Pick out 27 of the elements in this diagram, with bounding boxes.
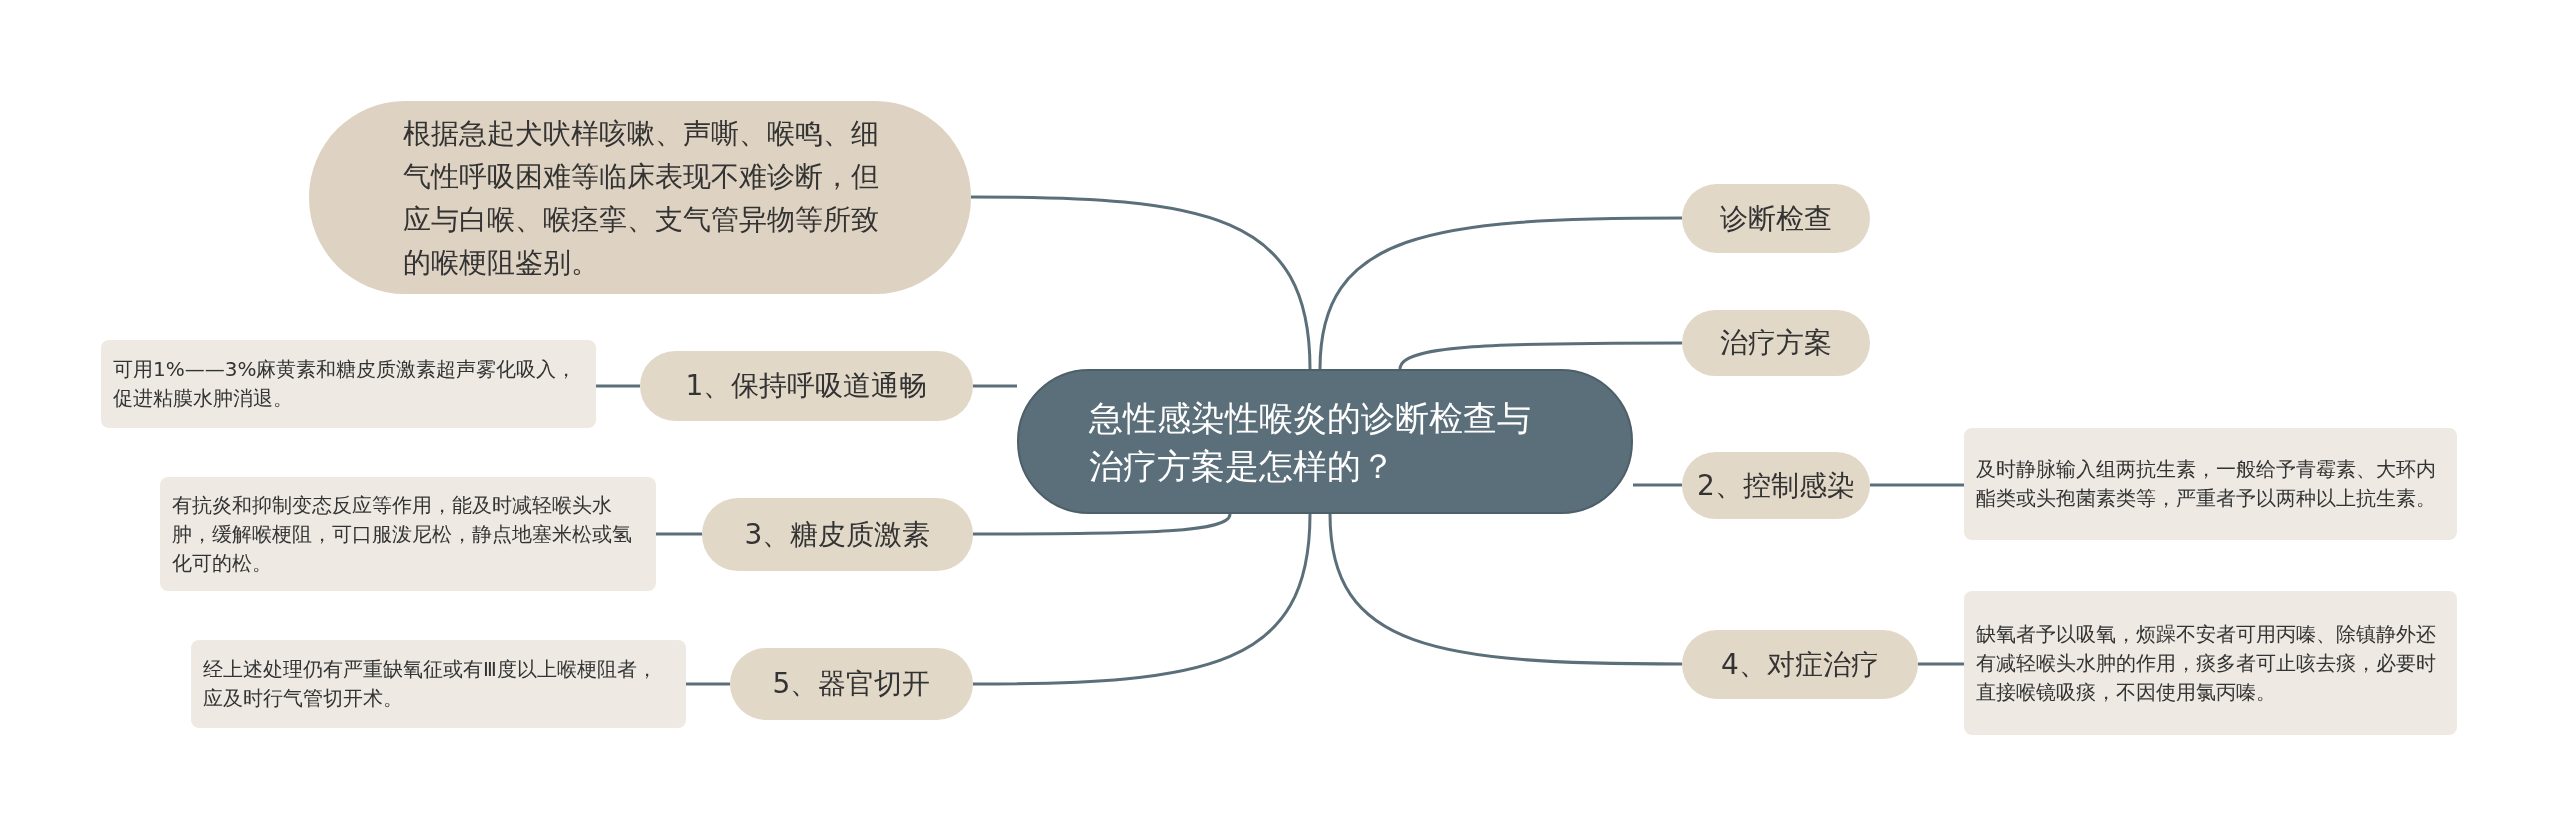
note-bubble: 根据急起犬吠样咳嗽、声嘶、喉鸣、细气性呼吸困难等临床表现不难诊断，但应与白喉、喉痉挛、支气管异物等所致的喉梗阻鉴别。: [309, 101, 971, 294]
connector-line: [686, 682, 730, 686]
note-box: 经上述处理仍有严重缺氧征或有Ⅲ度以上喉梗阻者，应及时行气管切开术。: [191, 640, 686, 728]
connector-line: [1633, 483, 1682, 487]
note-box: 有抗炎和抑制变态反应等作用，能及时减轻喉头水肿，缓解喉梗阻，可口服泼尼松，静点地塞米松或氢化可的松。: [160, 477, 656, 591]
connector-line: [1328, 513, 1682, 666]
connector-line: [1398, 341, 1682, 370]
note-box: 可用1%——3%麻黄素和糖皮质激素超声雾化吸入，促进粘膜水肿消退。: [101, 340, 596, 428]
connector-line: [973, 384, 1017, 388]
topic-box: 5、器官切开: [730, 648, 973, 720]
central-topic-box: 急性感染性喉炎的诊断检查与治疗方案是怎样的？: [1017, 369, 1633, 514]
connector-line: [656, 532, 702, 536]
topic-box: 治疗方案: [1682, 310, 1870, 376]
note-box: 缺氧者予以吸氧，烦躁不安者可用丙嗪、除镇静外还有减轻喉头水肿的作用，痰多者可止咳去痰，必要时直接喉镜吸痰，不因使用氯丙嗪。: [1964, 591, 2457, 735]
connector-line: [596, 384, 640, 388]
connector-line: [973, 513, 1232, 536]
topic-box: 4、对症治疗: [1682, 630, 1918, 699]
connector-line: [1870, 483, 1964, 487]
topic-box: 3、糖皮质激素: [702, 498, 973, 571]
connector-line: [1318, 216, 1682, 370]
connector-line: [971, 195, 1312, 370]
topic-box: 2、控制感染: [1682, 452, 1870, 519]
topic-box: 诊断检查: [1682, 184, 1870, 253]
connector-line: [973, 513, 1312, 686]
note-box: 及时静脉输入组两抗生素，一般给予青霉素、大环内酯类或头孢菌素类等，严重者予以两种以上抗生素。: [1964, 428, 2457, 540]
connector-line: [1918, 662, 1964, 666]
topic-box: 1、保持呼吸道通畅: [640, 351, 973, 421]
